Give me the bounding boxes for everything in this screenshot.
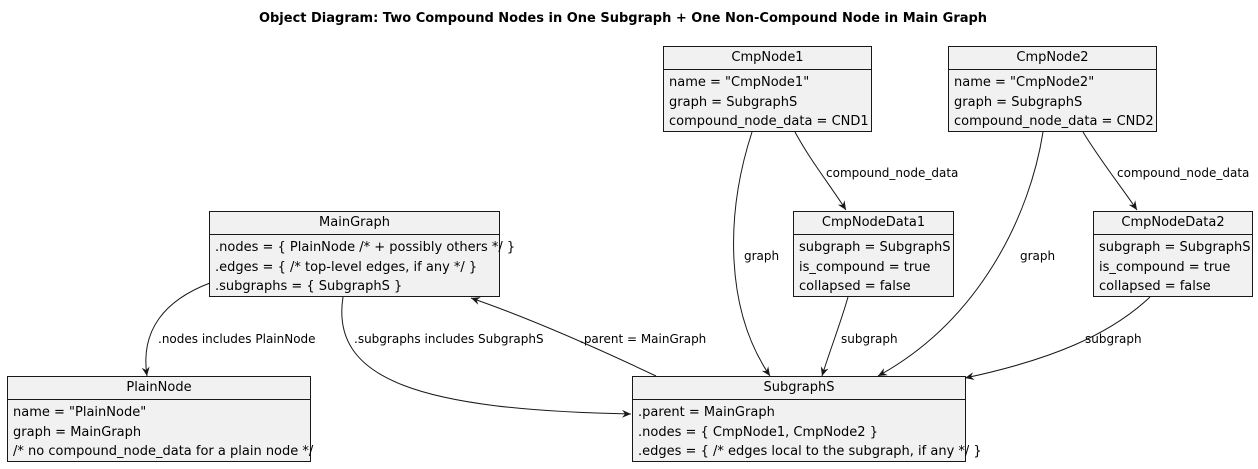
object-header: CmpNodeData2 [1094,212,1252,235]
edge-data1-subgraph [820,296,849,377]
edge-cmp2-compound-data [1082,131,1138,211]
object-field: graph = SubgraphS [669,94,798,110]
edge-label-cmp1-graph: graph [744,249,779,263]
object-field: name = "PlainNode" [13,405,147,420]
object-field: .edges = { /* top-level edges, if any */… [215,259,478,275]
object-maingraph[interactable]: MainGraph .nodes = { PlainNode /* + poss… [209,211,516,297]
object-header: PlainNode [8,377,310,400]
object-field: compound_node_data = CND1 [669,114,869,129]
edge-cmp1-graph [733,131,771,377]
object-cmpnodedata1[interactable]: CmpNodeData1 subgraph = SubgraphS is_com… [793,211,954,297]
edge-cmp2-graph [877,131,1044,377]
edge-label-cmp1-data: compound_node_data [826,166,958,180]
edge-label-main-subgraphs: .subgraphs includes SubgraphS [354,332,544,346]
object-field: is_compound = true [799,259,931,275]
object-field: name = "CmpNode2" [954,75,1095,90]
object-cmpnode2[interactable]: CmpNode2 name = "CmpNode2" graph = Subgr… [948,46,1157,132]
object-field: /* no compound_node_data for a plain nod… [13,444,314,459]
object-field: graph = SubgraphS [954,94,1083,110]
edge-main-nodes [141,282,211,377]
edge-label-data1-sub: subgraph [841,332,898,346]
object-plainnode[interactable]: PlainNode name = "PlainNode" graph = Mai… [7,376,314,462]
edge-data2-subgraph [964,296,1151,381]
object-subgraphs[interactable]: SubgraphS .parent = MainGraph .nodes = {… [632,376,982,462]
object-field: .nodes = { PlainNode /* + possibly other… [215,240,516,255]
object-header: SubgraphS [633,377,965,400]
object-header: CmpNodeData1 [794,212,953,235]
edge-label-data2-sub: subgraph [1085,332,1142,346]
object-header: CmpNode2 [949,47,1156,70]
object-field: .edges = { /* edges local to the subgrap… [638,444,982,459]
object-field: graph = MainGraph [13,424,142,440]
object-field: compound_node_data = CND2 [954,114,1154,129]
object-field: collapsed = false [799,279,911,294]
edge-label-cmp2-data: compound_node_data [1117,166,1249,180]
object-field: .nodes = { CmpNode1, CmpNode2 } [638,424,878,440]
object-field: collapsed = false [1099,279,1211,294]
edge-main-subgraphs [341,296,632,418]
object-header: MainGraph [210,212,499,235]
edge-label-sub-parent: .parent = MainGraph [580,332,706,346]
object-field: .subgraphs = { SubgraphS } [215,279,403,294]
edge-cmp1-compound-data [794,131,847,211]
edge-label-main-nodes: .nodes includes PlainNode [158,332,316,346]
edge-label-cmp2-graph: graph [1020,249,1055,263]
object-field: is_compound = true [1099,259,1231,275]
object-cmpnodedata2[interactable]: CmpNodeData2 subgraph = SubgraphS is_com… [1093,211,1253,297]
object-header: CmpNode1 [664,47,871,70]
object-field: subgraph = SubgraphS [799,240,951,255]
edge-sub-parent [470,297,657,377]
diagram-title: Object Diagram: Two Compound Nodes in On… [258,11,988,26]
object-field: name = "CmpNode1" [669,75,810,90]
object-field: subgraph = SubgraphS [1099,240,1251,255]
object-cmpnode1[interactable]: CmpNode1 name = "CmpNode1" graph = Subgr… [663,46,872,132]
object-field: .parent = MainGraph [638,405,775,420]
